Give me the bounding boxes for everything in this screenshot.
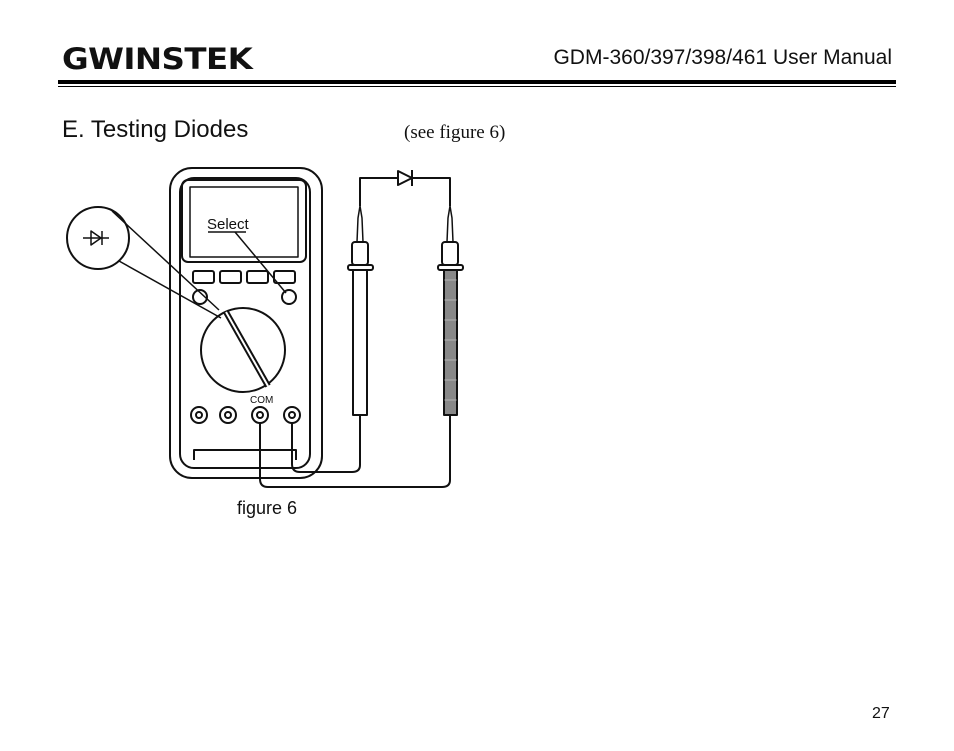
function-button-3 (246, 270, 269, 284)
page-number: 27 (872, 705, 890, 722)
black-lead-wire (259, 415, 451, 488)
select-round-button (281, 289, 297, 305)
section-title: E. Testing Diodes (62, 116, 249, 143)
input-jacks (190, 406, 301, 424)
callout-pointer (111, 210, 222, 319)
figure-reference: (see figure 6) (404, 122, 506, 143)
brand-logo: GWINSTEK (62, 42, 253, 76)
red-lead-wire (291, 415, 361, 473)
black-test-probe (437, 205, 464, 416)
diode-under-test (359, 170, 451, 206)
header-rule-thick (58, 80, 896, 84)
header-rule-thin (58, 86, 896, 87)
com-label: COM (250, 395, 273, 406)
red-test-probe (347, 205, 374, 416)
manual-title: GDM-360/397/398/461 User Manual (553, 46, 892, 69)
meter-outer-case (169, 167, 323, 479)
figure-caption: figure 6 (237, 498, 298, 518)
rotary-dial (200, 307, 286, 393)
select-label: Select (207, 216, 250, 233)
function-button-1 (192, 270, 215, 284)
dial-callout-bubble (66, 206, 130, 270)
select-pointer-line (234, 231, 287, 294)
multimeter-diode-diagram: Select COM (66, 167, 464, 488)
lcd-display-frame (181, 179, 307, 263)
left-round-button (192, 289, 208, 305)
diode-icon (83, 230, 109, 246)
lcd-display (189, 186, 299, 258)
function-button-4 (273, 270, 296, 284)
meter-bottom-step (193, 449, 297, 460)
meter-inner-case (179, 177, 311, 469)
function-button-2 (219, 270, 242, 284)
